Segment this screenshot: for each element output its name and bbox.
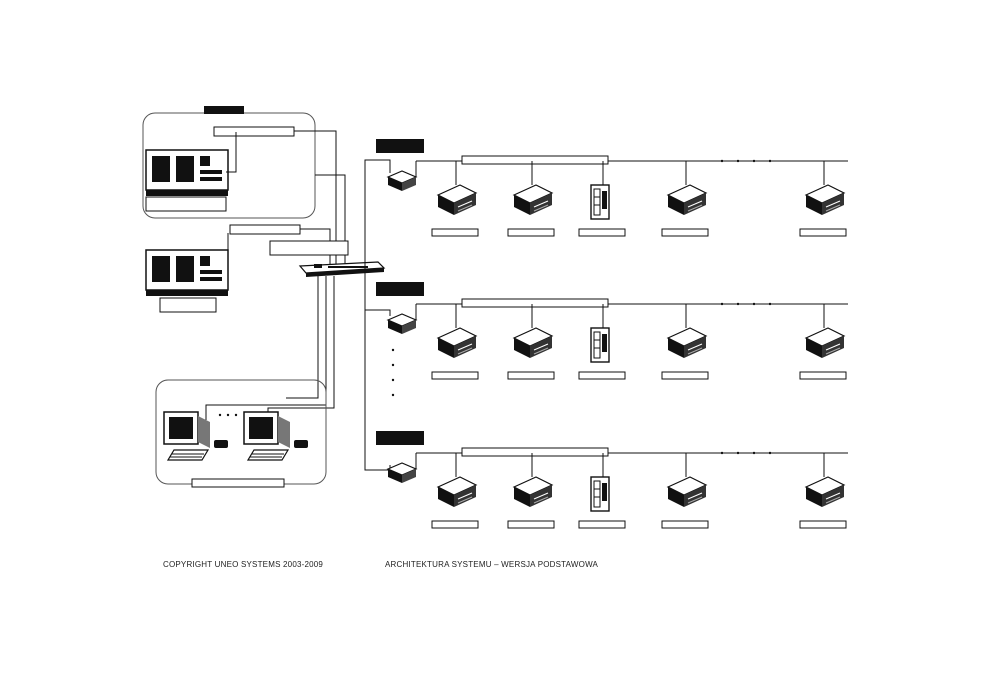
row-3-device-label-box-1: [431, 520, 479, 529]
row-2-bus-dot-0: [720, 302, 724, 306]
row-1-device-label-box-3: [578, 228, 626, 237]
row-3-bus-dot-0: [720, 451, 724, 455]
device-row-1: [376, 139, 848, 237]
row-1-device-label-box-5: [799, 228, 847, 237]
row-2-controller-icon-5: [805, 327, 845, 359]
row-3-device-label-box-4: [661, 520, 709, 529]
workstation-ellipsis: [218, 413, 238, 417]
row-3-device-label-box-2: [507, 520, 555, 529]
row-1-controller-icon-1: [437, 184, 477, 216]
row-3-controller-icon-2: [513, 476, 553, 508]
server-main-label-box: [213, 126, 295, 137]
copyright-caption: COPYRIGHT UNEO SYSTEMS 2003-2009: [163, 560, 324, 569]
server-backup-name-box: [159, 297, 217, 313]
row-2-bus-dot-2: [752, 302, 756, 306]
device-rows: [376, 139, 848, 529]
server-cluster-label-box: [204, 106, 244, 114]
backbone: [364, 159, 391, 471]
row-3-bus-dot-3: [768, 451, 772, 455]
row-1-controller-icon-4: [667, 184, 707, 216]
row-2-bus-dot-3: [768, 302, 772, 306]
row-2-device-label-box-4: [661, 371, 709, 380]
row-3-node-label-box: [376, 431, 424, 445]
ethernet-switch: [298, 261, 386, 277]
row-2-node-label-box: [376, 282, 424, 296]
device-row-3: [376, 431, 848, 529]
row-1-bus-label-box: [461, 155, 609, 165]
row-1-gateway-icon: [387, 170, 417, 192]
workstation-icon-1: [163, 411, 229, 461]
architecture-caption: ARCHITEKTURA SYSTEMU – WERSJA PODSTAWOWA: [385, 560, 599, 569]
row-1-device-label-box-2: [507, 228, 555, 237]
row-1-controller-icon-5: [805, 184, 845, 216]
ethernet-label-box: [269, 240, 349, 256]
row-2-bus-label-box: [461, 298, 609, 308]
row-3-controller-icon-4: [667, 476, 707, 508]
row-1-device-label-box-4: [661, 228, 709, 237]
row-3-bus-label-box: [461, 447, 609, 457]
row-2-device-label-box-1: [431, 371, 479, 380]
row-1-bus-dot-2: [752, 159, 756, 163]
row-1-bus-dot-1: [736, 159, 740, 163]
server-main-name-box: [145, 196, 227, 212]
row-2-panel-icon: [590, 327, 610, 363]
row-2-device-label-box-5: [799, 371, 847, 380]
device-row-2: [376, 282, 848, 380]
row-2-bus-dot-1: [736, 302, 740, 306]
row-1-device-label-box-1: [431, 228, 479, 237]
row-3-bus-dot-2: [752, 451, 756, 455]
row-2-gateway-icon: [387, 313, 417, 335]
server-main-icon: [145, 149, 229, 197]
row-1-bus-dot-3: [768, 159, 772, 163]
workstation-icon-2: [243, 411, 309, 461]
row-3-gateway-icon: [387, 462, 417, 484]
operators-label-box: [191, 478, 285, 488]
row-2-device-label-box-3: [578, 371, 626, 380]
server-backup-label-box: [229, 224, 301, 235]
row-2-device-label-box-2: [507, 371, 555, 380]
row-1-controller-icon-2: [513, 184, 553, 216]
row-1-bus-dot-0: [720, 159, 724, 163]
row-2-controller-icon-4: [667, 327, 707, 359]
row-2-controller-icon-1: [437, 327, 477, 359]
row-1-panel-icon: [590, 184, 610, 220]
operator-connectors: [205, 276, 335, 420]
server-backup-icon: [145, 249, 229, 297]
row-3-panel-icon: [590, 476, 610, 512]
row-3-device-label-box-5: [799, 520, 847, 529]
row-1-node-label-box: [376, 139, 424, 153]
row-3-device-label-box-3: [578, 520, 626, 529]
row-3-controller-icon-5: [805, 476, 845, 508]
backbone-ellipsis: [391, 348, 395, 397]
row-2-controller-icon-2: [513, 327, 553, 359]
row-3-controller-icon-1: [437, 476, 477, 508]
row-3-bus-dot-1: [736, 451, 740, 455]
